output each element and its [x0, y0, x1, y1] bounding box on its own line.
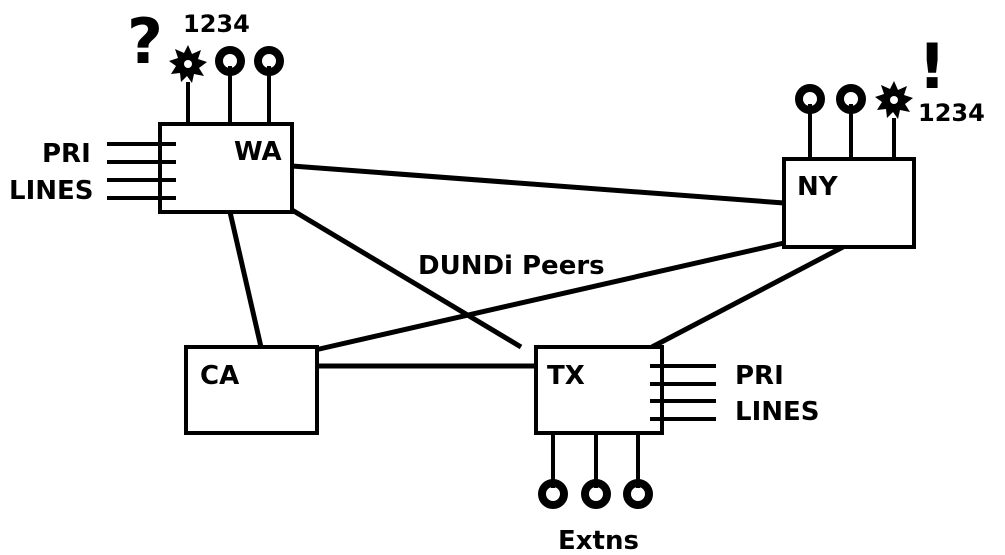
wa-phone-icon-3	[254, 46, 284, 76]
tx-lines-label: LINES	[735, 397, 820, 427]
wa-pri-lines	[107, 142, 176, 200]
wa-ringing-phone-icon	[169, 45, 207, 83]
link-wa-ca	[227, 211, 264, 348]
node-tx: TX PRI LINES Extns	[534, 345, 820, 555]
extension-phone-icon-1	[538, 479, 568, 509]
ca-label: CA	[200, 361, 239, 391]
ny-label: NY	[797, 172, 839, 202]
wa-box	[158, 122, 294, 214]
peer-links	[227, 163, 845, 369]
link-wa-tx	[290, 207, 523, 350]
link-wa-ny	[291, 163, 785, 206]
ny-ringing-phone-icon	[875, 81, 913, 119]
extensions-label: Extns	[558, 526, 639, 555]
extension-phone-icon-2	[581, 479, 611, 509]
tx-pri-label: PRI	[735, 361, 784, 391]
ny-answer-number: 1234	[918, 99, 985, 127]
link-ny-tx	[650, 244, 845, 350]
tx-extension-stalks	[551, 433, 640, 488]
node-ca: CA	[184, 345, 319, 435]
node-ny: NY ! 1234	[782, 30, 985, 249]
wa-lines-label: LINES	[9, 176, 94, 206]
wa-query-number: 1234	[183, 10, 250, 38]
ny-phone-icon-2	[836, 84, 866, 114]
question-mark: ?	[127, 5, 163, 78]
ca-box	[184, 345, 319, 435]
wa-phone-icon-2	[215, 46, 245, 76]
node-wa: WA ? 1234 PRI LINES	[9, 5, 294, 214]
tx-label: TX	[547, 361, 585, 391]
wa-pri-label: PRI	[42, 139, 91, 169]
wa-label: WA	[234, 137, 282, 167]
link-ny-ca	[314, 240, 785, 353]
ny-phone-icon-1	[795, 84, 825, 114]
tx-pri-lines	[650, 364, 716, 421]
tx-box	[534, 345, 664, 435]
ny-box	[782, 157, 916, 249]
exclamation-mark: !	[918, 30, 946, 103]
dundi-peers-label: DUNDi Peers	[418, 251, 605, 281]
extension-phone-icon-3	[623, 479, 653, 509]
